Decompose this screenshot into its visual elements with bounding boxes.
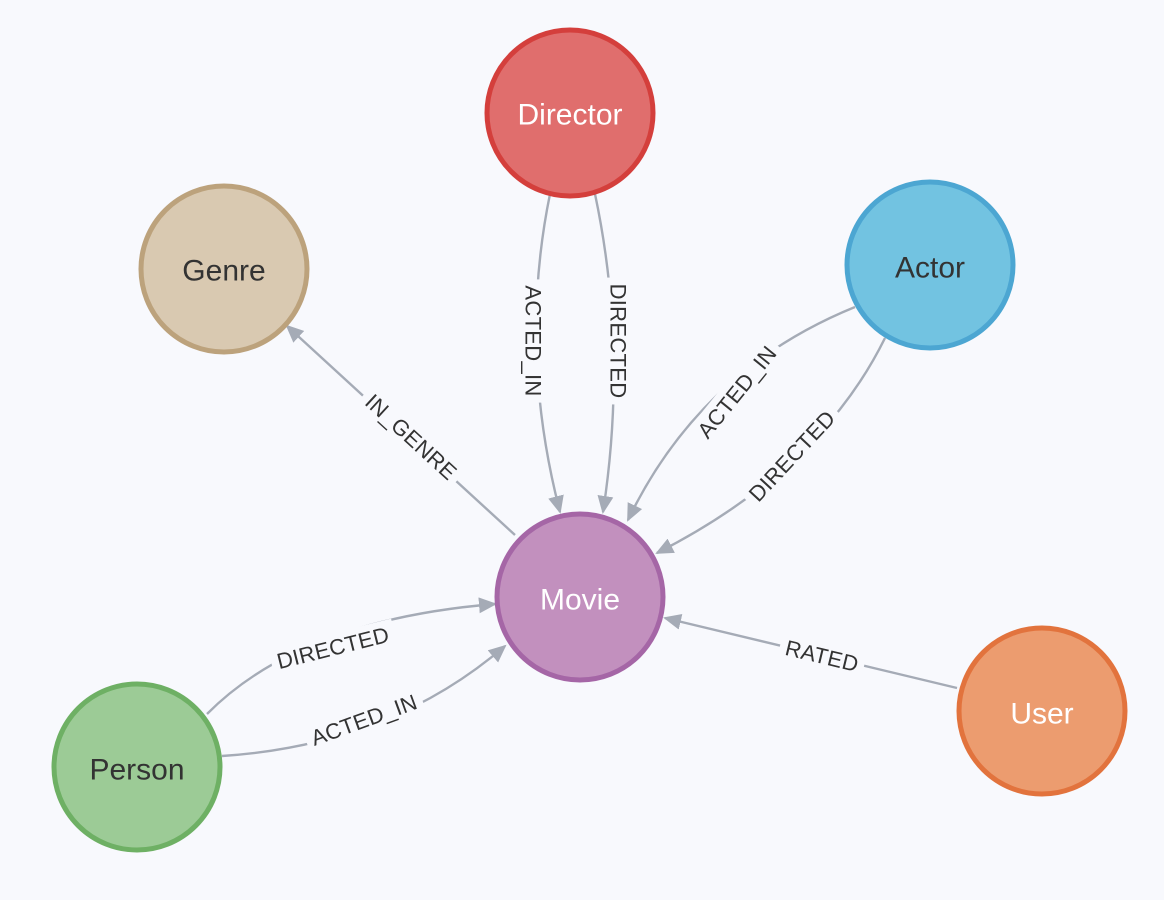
node-actor[interactable]: Actor: [844, 179, 1016, 351]
edge-label-in-genre: IN_GENRE: [360, 389, 462, 485]
node-director-circle[interactable]: [484, 27, 656, 199]
nodes-layer: Director Genre Actor Movie Person User: [51, 27, 1128, 853]
node-genre[interactable]: Genre: [138, 183, 310, 355]
node-movie[interactable]: Movie: [494, 511, 666, 683]
node-director[interactable]: Director: [484, 27, 656, 199]
node-user-circle[interactable]: [956, 625, 1128, 797]
node-person[interactable]: Person: [51, 681, 223, 853]
edge-user-rated-movie[interactable]: RATED: [663, 613, 958, 690]
edge-label-background: [738, 399, 846, 513]
edge-label-background: [518, 279, 548, 403]
node-user[interactable]: User: [956, 625, 1128, 797]
edge-label-background: [301, 685, 427, 755]
edge-label-background: [354, 383, 468, 491]
edge-label-background: [267, 618, 399, 678]
edge-label-person-directed: DIRECTED: [274, 622, 391, 674]
edge-label-director-acted-in: ACTED_IN: [521, 285, 546, 396]
edge-label-actor-directed: DIRECTED: [744, 405, 841, 506]
edge-director-acted-in-movie[interactable]: ACTED_IN: [518, 193, 564, 514]
edge-label-background: [603, 277, 633, 405]
edge-label-background: [776, 631, 868, 681]
node-genre-circle[interactable]: [138, 183, 310, 355]
edge-label-background: [686, 335, 788, 449]
node-person-circle[interactable]: [51, 681, 223, 853]
edge-person-acted-in-movie[interactable]: ACTED_IN: [221, 644, 507, 758]
edge-person-directed-movie[interactable]: DIRECTED: [206, 597, 497, 715]
edge-director-directed-movie[interactable]: DIRECTED: [593, 193, 633, 514]
node-actor-circle[interactable]: [844, 179, 1016, 351]
node-movie-circle[interactable]: [494, 511, 666, 683]
edge-label-director-directed: DIRECTED: [606, 284, 631, 399]
edge-movie-in-genre-genre[interactable]: IN_GENRE: [285, 324, 516, 536]
edge-label-actor-acted-in: ACTED_IN: [692, 341, 781, 443]
